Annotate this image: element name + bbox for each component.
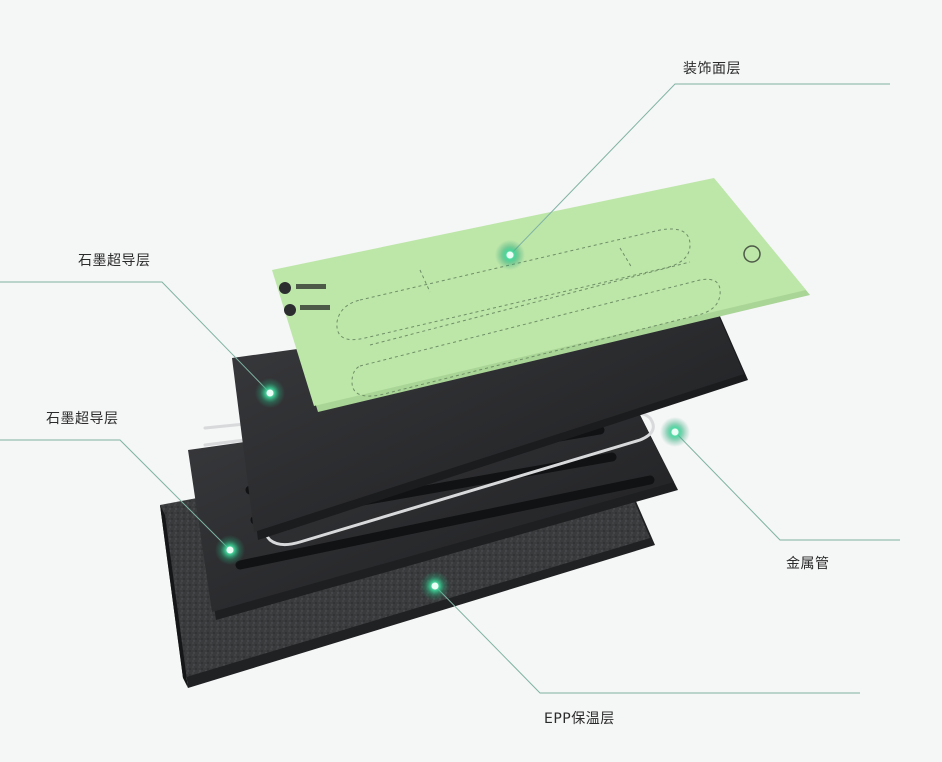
- label-epp-layer: EPP保温层: [544, 711, 615, 727]
- hotspot-graphite-lower: [215, 535, 245, 565]
- leader-lines: [0, 83, 900, 694]
- label-decor-layer: 装饰面层: [683, 61, 741, 77]
- hotspot-markers: [215, 240, 690, 601]
- hotspot-graphite-upper: [255, 378, 285, 408]
- hotspot-epp-layer: [420, 571, 450, 601]
- hotspot-metal-pipe: [660, 417, 690, 447]
- label-graphite-upper: 石墨超导层: [78, 253, 151, 269]
- label-graphite-lower: 石墨超导层: [46, 411, 119, 427]
- decorative-surface-panel: [272, 178, 810, 412]
- hotspot-decor-layer: [495, 240, 525, 270]
- label-metal-pipe: 金属管: [786, 556, 830, 572]
